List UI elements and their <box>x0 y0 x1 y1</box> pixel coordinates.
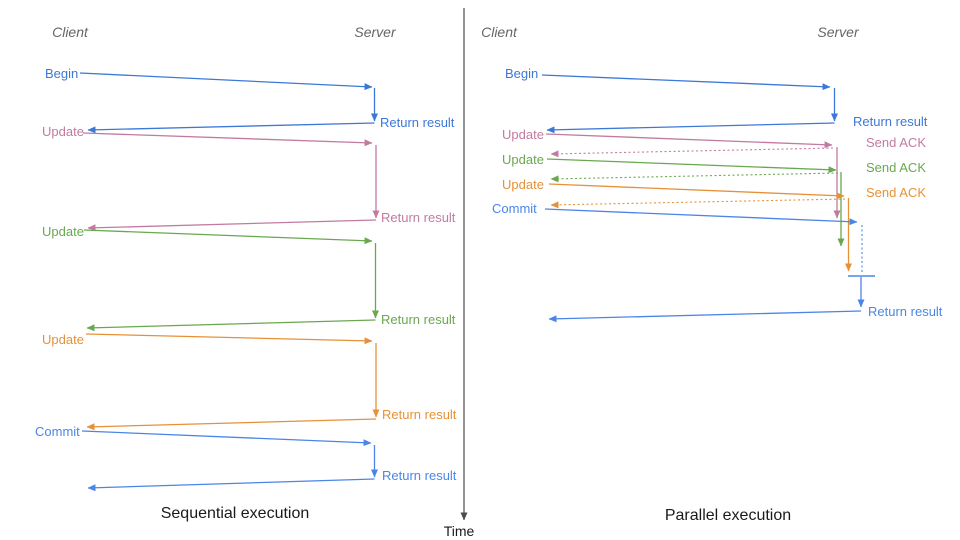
reply-arrow-begin <box>546 122 835 134</box>
reply-arrow-commit <box>548 310 862 323</box>
sequential-panel: Client Server Begin Return result Update… <box>35 24 457 522</box>
response-label-commit: Return result <box>382 468 457 483</box>
reply-arrow-update2 <box>86 319 376 332</box>
parallel-panel: Client Server Begin Return result Update… <box>481 24 943 524</box>
step-label-update3: Update <box>42 332 84 347</box>
request-arrow-update2 <box>546 158 837 174</box>
request-arrow-commit <box>81 430 372 447</box>
client-header-right: Client <box>481 24 518 40</box>
step-label-begin: Begin <box>505 66 538 81</box>
step-label-update1: Update <box>502 127 544 142</box>
response-label-begin: Return result <box>380 115 455 130</box>
response-label-update3: Return result <box>382 407 457 422</box>
server-header-right: Server <box>817 24 860 40</box>
reply-arrow-commit <box>87 478 375 492</box>
client-header-left: Client <box>52 24 89 40</box>
response-label-update2: Return result <box>381 312 456 327</box>
request-arrow-begin <box>79 72 373 91</box>
request-arrow-update2 <box>83 229 373 245</box>
time-axis-label: Time <box>444 523 475 539</box>
request-arrow-begin <box>541 74 831 91</box>
response-label-update1: Send ACK <box>866 135 926 150</box>
step-label-update2: Update <box>42 224 84 239</box>
response-label-update2: Send ACK <box>866 160 926 175</box>
request-arrow-update3 <box>85 333 373 345</box>
caption-sequential: Sequential execution <box>161 505 310 522</box>
reply-arrow-begin <box>87 122 375 134</box>
step-label-update2: Update <box>502 152 544 167</box>
request-arrow-commit <box>544 208 858 226</box>
request-arrow-update3 <box>548 183 845 200</box>
caption-parallel: Parallel execution <box>665 507 791 524</box>
step-label-begin: Begin <box>45 66 78 81</box>
ack-dotted-arrow-update3 <box>550 198 846 209</box>
response-label-update3: Send ACK <box>866 185 926 200</box>
response-label-begin: Return result <box>853 114 928 129</box>
reply-arrow-update3 <box>86 418 377 431</box>
server-header-left: Server <box>354 24 397 40</box>
step-label-update1: Update <box>42 124 84 139</box>
request-arrow-update1 <box>82 132 373 147</box>
ack-dotted-arrow-update1 <box>550 147 834 158</box>
time-axis: Time <box>444 8 475 539</box>
request-arrow-update1 <box>545 133 833 149</box>
step-label-commit: Commit <box>492 201 537 216</box>
response-label-update1: Return result <box>381 210 456 225</box>
step-label-update3: Update <box>502 177 544 192</box>
response-label-commit: Return result <box>868 304 943 319</box>
ack-dotted-arrow-update2 <box>550 172 839 183</box>
reply-arrow-update1 <box>87 219 377 232</box>
step-label-commit: Commit <box>35 424 80 439</box>
